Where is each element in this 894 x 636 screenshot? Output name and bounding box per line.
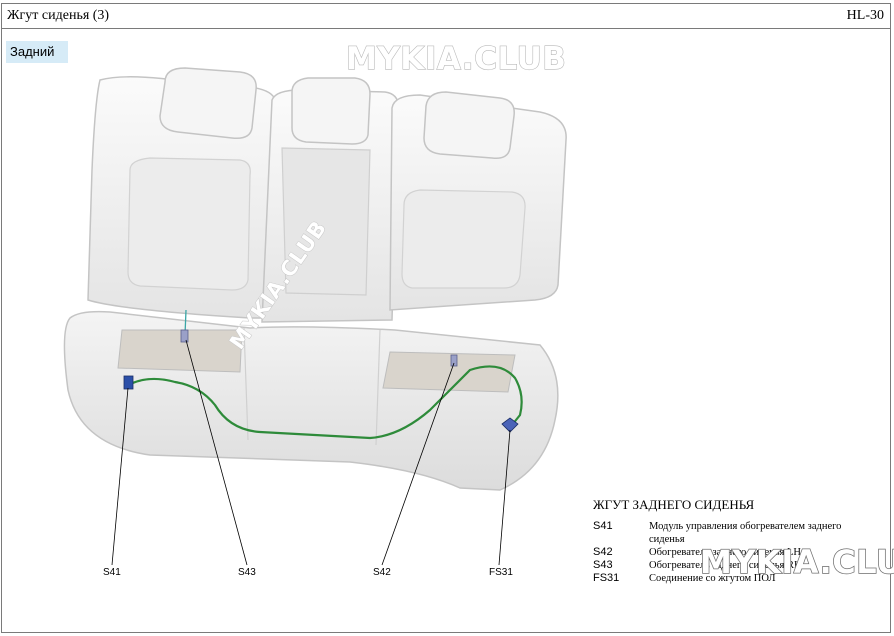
connector-s41 xyxy=(123,375,134,390)
leader-s42 xyxy=(381,362,455,566)
legend-item: S43 Обогреватель заднего сиденья RH xyxy=(593,559,863,572)
legend-code: FS31 xyxy=(593,572,620,584)
seatback-right-panel xyxy=(401,189,526,289)
headrest-left xyxy=(159,67,257,140)
legend: ЖГУТ ЗАДНЕГО СИДЕНЬЯ S41 Модуль управлен… xyxy=(593,497,863,585)
watermark-bottom: MYKIA.CLUB xyxy=(699,542,894,582)
callout-fs31: FS31 xyxy=(489,567,513,578)
connector-s43 xyxy=(180,329,189,343)
pocket-right xyxy=(382,351,516,393)
page-code: HL-30 xyxy=(846,8,884,23)
legend-desc: Модуль управления обогревателем заднего … xyxy=(649,521,842,545)
legend-item: S41 Модуль управления обогревателем задн… xyxy=(593,520,863,546)
legend-code: S41 xyxy=(593,520,613,532)
legend-desc: Обогреватель заднего сиденья LH xyxy=(649,547,801,558)
pocket-left xyxy=(117,329,243,373)
leader-s41 xyxy=(111,387,129,566)
page-title: Жгут сиденья (3) xyxy=(7,8,110,23)
seat-harness-wire xyxy=(129,365,523,440)
legend-code: S43 xyxy=(593,559,613,571)
section-label: Задний xyxy=(6,41,68,63)
callout-s43: S43 xyxy=(238,567,256,578)
callout-s41: S41 xyxy=(103,567,121,578)
legend-item: FS31 Соединение со жгутом ПОЛ xyxy=(593,572,863,585)
callout-s42: S42 xyxy=(373,567,391,578)
legend-desc: Обогреватель заднего сиденья RH xyxy=(649,560,802,571)
connector-s42 xyxy=(450,354,458,367)
legend-desc: Соединение со жгутом ПОЛ xyxy=(649,573,776,584)
watermark-top: MYKIA.CLUB xyxy=(345,40,567,77)
legend-code: S42 xyxy=(593,546,613,558)
legend-title: ЖГУТ ЗАДНЕГО СИДЕНЬЯ xyxy=(593,497,755,512)
leader-fs31 xyxy=(498,429,511,566)
leader-s43 xyxy=(185,339,248,566)
headrest-center xyxy=(291,77,371,145)
connector-fs31 xyxy=(501,417,519,433)
legend-item: S42 Обогреватель заднего сиденья LH xyxy=(593,546,863,559)
page-header: Жгут сиденья (3) HL-30 xyxy=(2,4,890,29)
seatback-left-panel xyxy=(127,157,251,291)
headrest-right xyxy=(423,91,515,160)
armrest-panel xyxy=(281,147,371,296)
